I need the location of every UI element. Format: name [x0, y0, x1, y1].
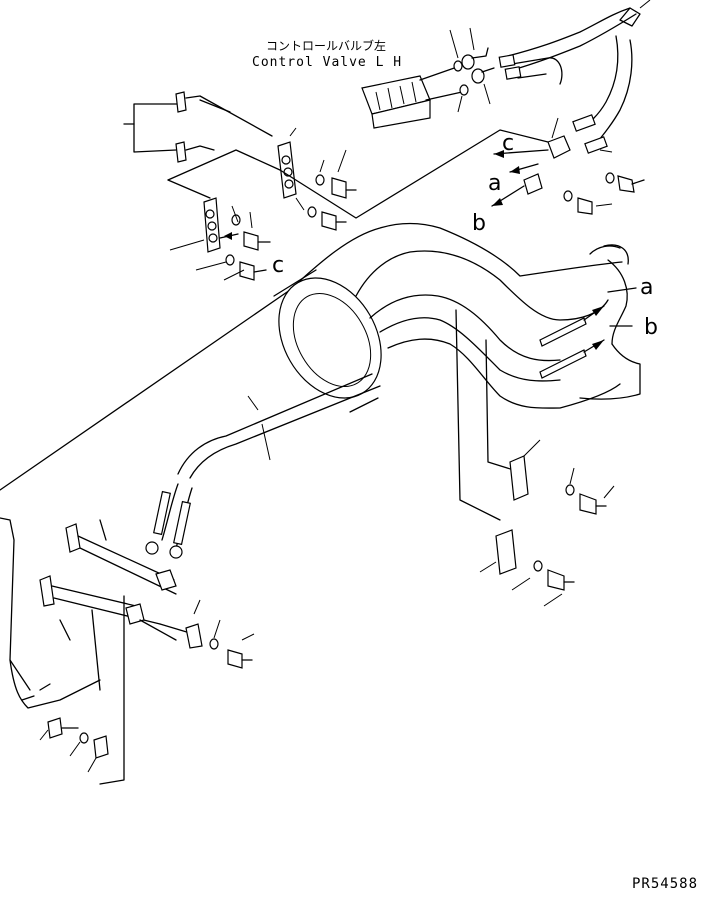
- control-valve-label-en: Control Valve L H: [252, 55, 402, 70]
- ref-a-upper: a: [488, 171, 501, 196]
- flow-arrows-right: [539, 287, 637, 379]
- frame-hoses: [145, 373, 381, 559]
- part-id: PR54588: [632, 876, 698, 892]
- ref-c-lower: c: [272, 253, 284, 278]
- ref-b-upper: b: [472, 211, 486, 236]
- control-valve-lh: [361, 65, 463, 129]
- valve-fittings: [449, 27, 495, 113]
- ref-c-upper: c: [502, 131, 514, 156]
- lower-left-bolt: [39, 717, 109, 773]
- upper-duct: [355, 250, 641, 409]
- right-fittings: [523, 114, 645, 215]
- clamp-plate-lower: [169, 197, 271, 281]
- control-valve-label-jp: コントロールバルブ左: [266, 38, 386, 53]
- lower-right-brackets: [455, 309, 615, 607]
- main-frame: [0, 222, 629, 709]
- flow-arrows-upper: [491, 149, 549, 207]
- round-flange: [273, 269, 382, 413]
- lower-left-fittings: [39, 519, 255, 785]
- guide-line-upper: [279, 129, 549, 219]
- upper-left-bracket: [123, 91, 281, 199]
- ref-a-right: a: [640, 275, 653, 300]
- ref-b-right: b: [644, 315, 658, 340]
- clamp-plate-upper: [277, 127, 357, 231]
